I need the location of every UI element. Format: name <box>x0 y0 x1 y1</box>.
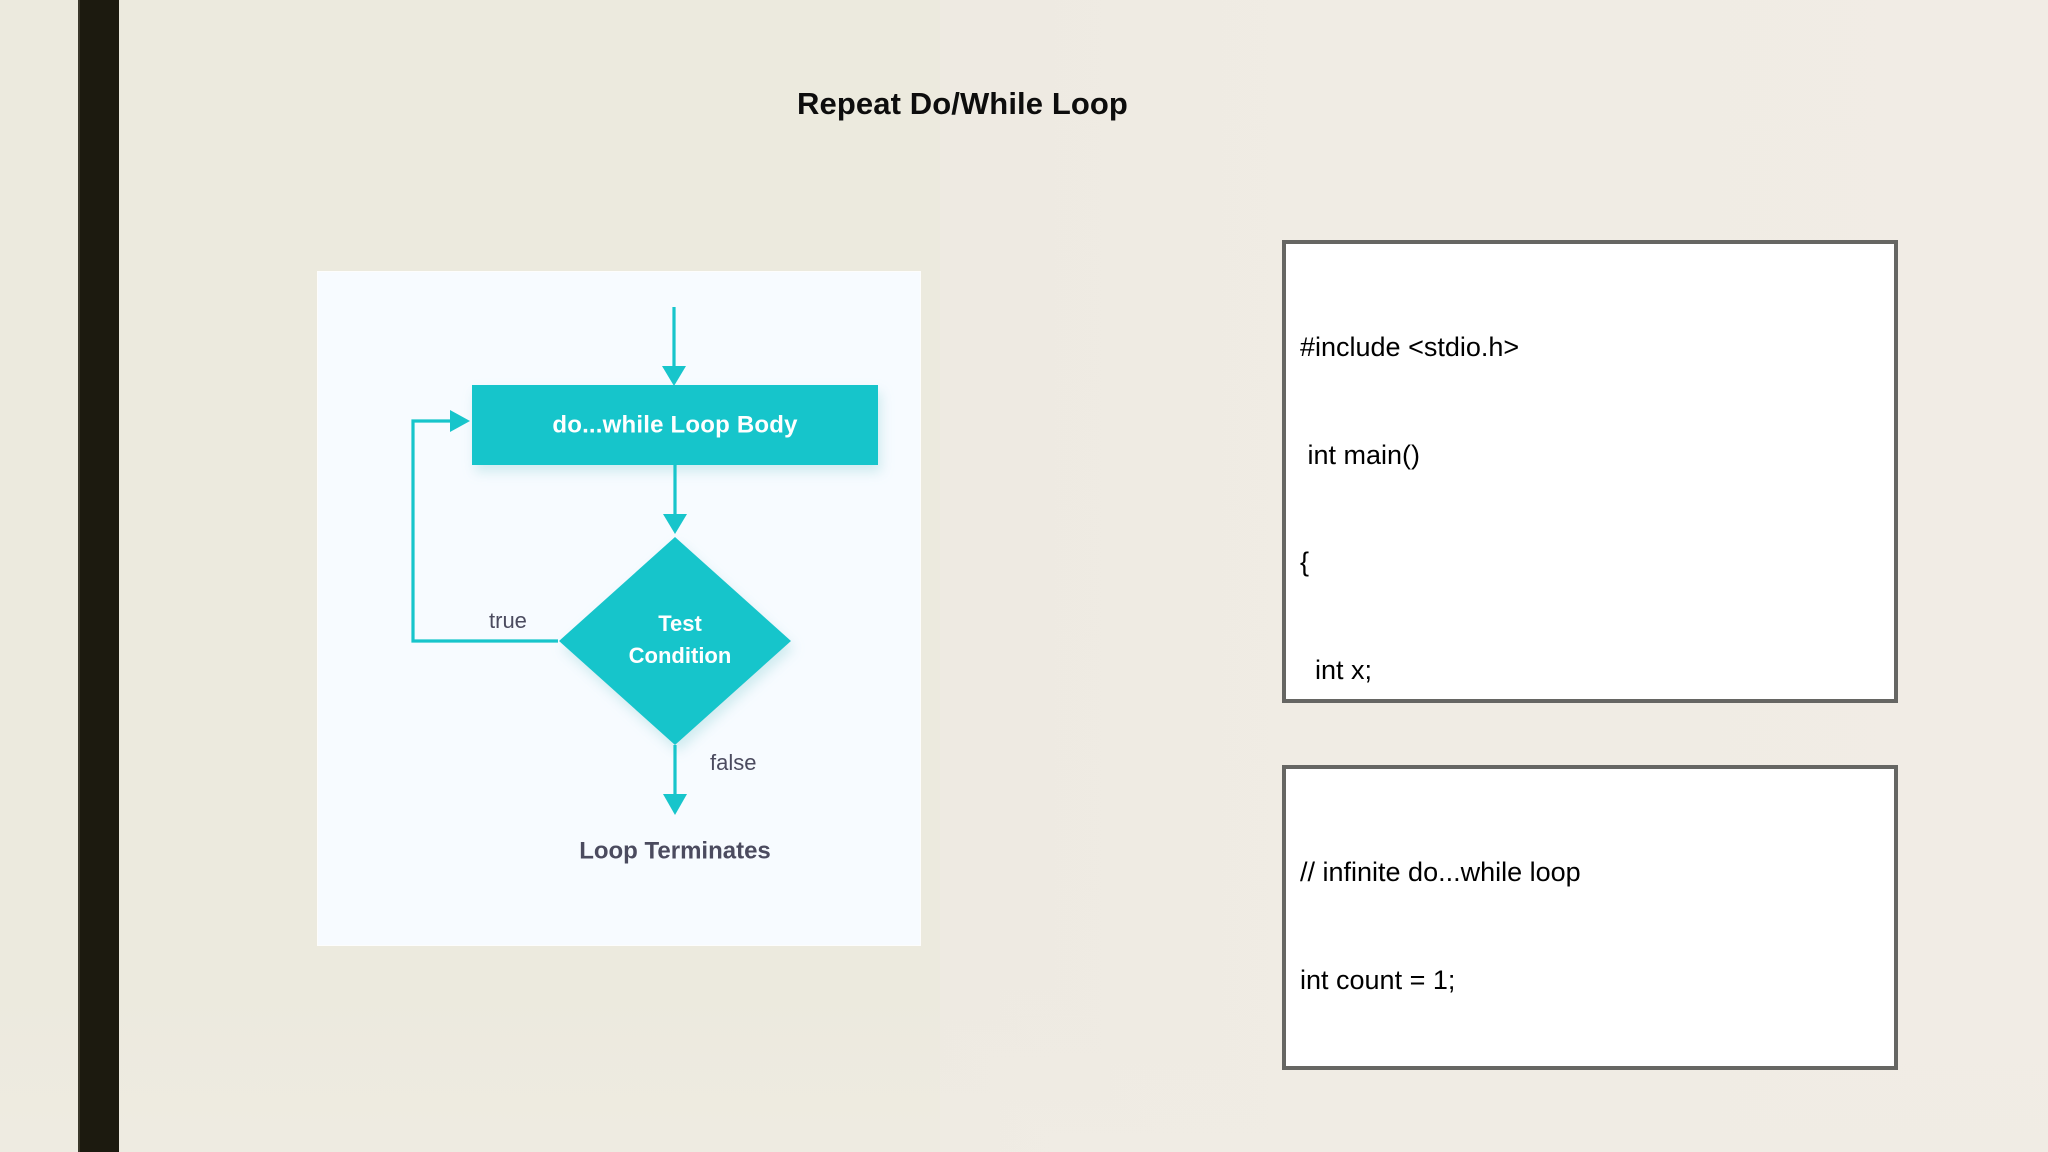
code-line: int x; <box>1300 654 1373 685</box>
do-while-flowchart: do...while Loop Body Test Condition true… <box>318 272 920 945</box>
process-node-label: do...while Loop Body <box>552 411 798 438</box>
decision-node-diamond <box>559 537 791 745</box>
code-snippet-infinite-loop: // infinite do...while loop int count = … <box>1282 765 1898 1070</box>
false-branch-arrow <box>663 745 687 815</box>
true-loopback-path <box>411 410 558 643</box>
terminal-node-label: Loop Terminates <box>579 837 771 864</box>
body-to-condition-arrow <box>663 465 687 534</box>
edge-label-false: false <box>710 750 756 775</box>
decision-node-test-condition <box>559 537 791 745</box>
code-line: int count = 1; <box>1300 964 1456 995</box>
process-node-loop-body <box>472 385 878 465</box>
flowchart-image-panel: do...while Loop Body Test Condition true… <box>318 272 920 945</box>
code-line: #include <stdio.h> <box>1300 331 1520 362</box>
page-title: Repeat Do/While Loop <box>797 86 1128 121</box>
code-line: int main() <box>1300 439 1421 470</box>
code-line: { <box>1300 547 1310 578</box>
process-node-rect <box>472 385 878 465</box>
code-snippet-hello-world: #include <stdio.h> int main() { int x; x… <box>1282 240 1898 703</box>
decision-node-label-line1: Test <box>658 611 702 636</box>
code-line: // infinite do...while loop <box>1300 856 1581 887</box>
left-decorative-stripe <box>80 0 119 1152</box>
left-stripe-hairline <box>78 0 80 1152</box>
edge-label-true: true <box>489 608 527 633</box>
decision-node-label-line2: Condition <box>629 643 732 668</box>
entry-arrow <box>662 307 686 386</box>
